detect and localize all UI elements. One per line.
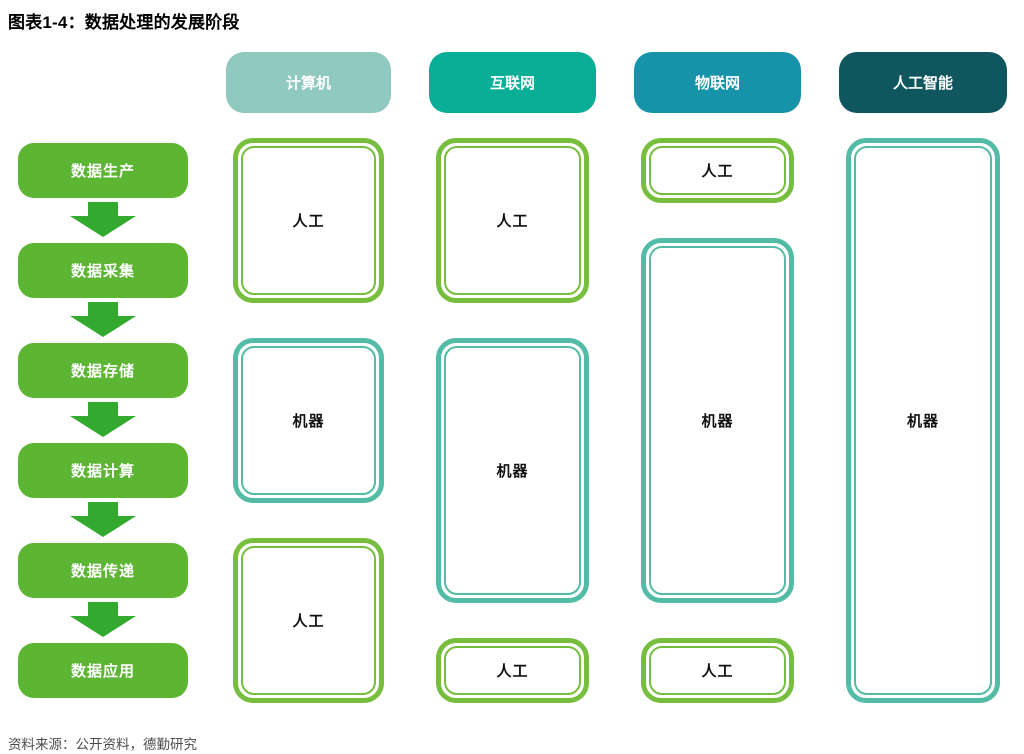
arrow-head xyxy=(70,416,136,437)
stage-box-iot-machine: 机器 xyxy=(641,238,794,603)
arrow-stem xyxy=(88,402,118,416)
stage-box-label: 人工 xyxy=(292,213,325,230)
stage-box-label: 人工 xyxy=(701,163,734,180)
stage-box-inner: 人工 xyxy=(241,546,376,695)
column-header-computer: 计算机 xyxy=(226,52,391,113)
stage-box-label: 人工 xyxy=(496,213,529,230)
flow-step-data-collection: 数据采集 xyxy=(18,243,188,298)
stage-box-label: 机器 xyxy=(701,413,734,430)
stage-box-computer-manual-top: 人工 xyxy=(233,138,384,303)
column-header-internet: 互联网 xyxy=(429,52,596,113)
flow-step-data-production: 数据生产 xyxy=(18,143,188,198)
flow-step-data-storage: 数据存储 xyxy=(18,343,188,398)
figure-title: 图表1-4：数据处理的发展阶段 xyxy=(8,13,240,32)
stage-box-inner: 机器 xyxy=(854,146,992,695)
stage-box-inner: 人工 xyxy=(444,646,581,695)
stage-box-label: 人工 xyxy=(292,613,325,630)
figure-page: 图表1-4：数据处理的发展阶段 计算机 互联网 物联网 人工智能 数据生产 数据… xyxy=(0,8,1024,754)
stage-box-inner: 人工 xyxy=(241,146,376,295)
arrow-stem xyxy=(88,202,118,216)
arrow-stem xyxy=(88,502,118,516)
stage-box-inner: 机器 xyxy=(241,346,376,495)
arrow-head xyxy=(70,516,136,537)
stage-box-label: 人工 xyxy=(701,663,734,680)
stage-box-inner: 人工 xyxy=(444,146,581,295)
down-arrow-icon xyxy=(18,598,188,643)
stage-box-iot-manual-top: 人工 xyxy=(641,138,794,203)
stage-box-label: 机器 xyxy=(906,413,939,430)
down-arrow-icon xyxy=(18,298,188,343)
column-header-iot: 物联网 xyxy=(634,52,801,113)
arrow-head xyxy=(70,616,136,637)
stage-box-internet-manual-top: 人工 xyxy=(436,138,589,303)
source-note: 资料来源：公开资料，德勤研究 xyxy=(8,737,197,752)
stage-box-internet-machine: 机器 xyxy=(436,338,589,603)
stage-box-iot-manual-bottom: 人工 xyxy=(641,638,794,703)
stage-box-label: 机器 xyxy=(496,463,529,480)
stage-box-inner: 机器 xyxy=(444,346,581,595)
stage-box-label: 人工 xyxy=(496,663,529,680)
stage-box-inner: 人工 xyxy=(649,646,786,695)
down-arrow-icon xyxy=(18,198,188,243)
stage-box-computer-machine: 机器 xyxy=(233,338,384,503)
stage-box-inner: 机器 xyxy=(649,246,786,595)
arrow-stem xyxy=(88,602,118,616)
down-arrow-icon xyxy=(18,398,188,443)
column-header-ai: 人工智能 xyxy=(839,52,1007,113)
stage-box-label: 机器 xyxy=(292,413,325,430)
flow-step-data-application: 数据应用 xyxy=(18,643,188,698)
flow-step-data-transfer: 数据传递 xyxy=(18,543,188,598)
arrow-head xyxy=(70,316,136,337)
flow-step-data-computation: 数据计算 xyxy=(18,443,188,498)
down-arrow-icon xyxy=(18,498,188,543)
stage-box-computer-manual-bottom: 人工 xyxy=(233,538,384,703)
arrow-head xyxy=(70,216,136,237)
stage-box-ai-machine: 机器 xyxy=(846,138,1000,703)
arrow-stem xyxy=(88,302,118,316)
stage-box-inner: 人工 xyxy=(649,146,786,195)
diagram-grid: 计算机 互联网 物联网 人工智能 数据生产 数据采集 数据存储 数据计算 数据传… xyxy=(18,52,1007,703)
stage-box-internet-manual-bottom: 人工 xyxy=(436,638,589,703)
